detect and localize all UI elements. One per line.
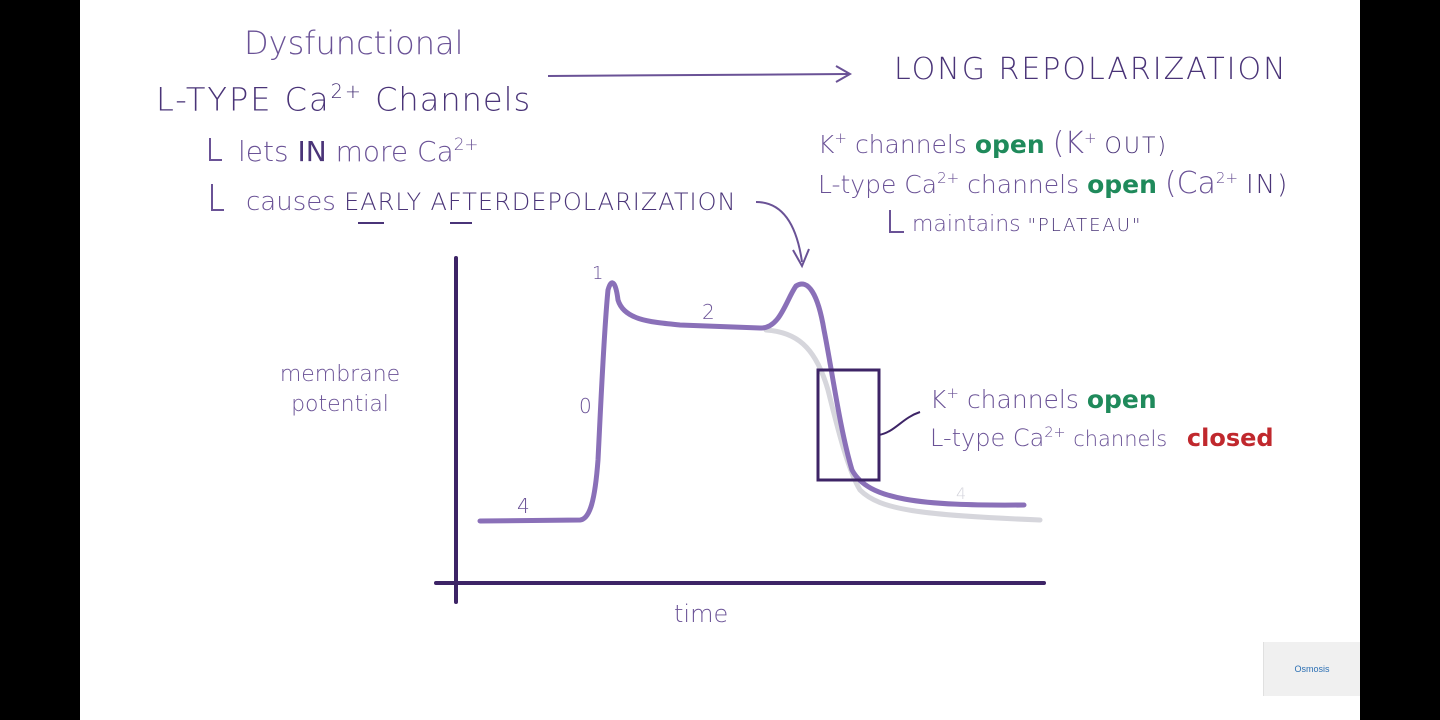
result-ca-line: L-type Ca2+ channels open (Ca2+ IN): [818, 166, 1289, 201]
curved-arrow: [755, 201, 803, 263]
bullet-afterdepolarization-text: AFTERDEPOLARIZATION: [430, 188, 737, 216]
result-ca-label: L-type Ca: [818, 170, 938, 199]
result-k-paren: (K: [1052, 126, 1085, 161]
phase-label-4-end: 4: [956, 484, 967, 503]
bullet-early-text: EARLY: [344, 188, 423, 216]
title-line-2: L-TYPE Ca2+ Channels: [156, 80, 531, 119]
box-connector: [878, 411, 921, 436]
x-axis-label: time: [674, 600, 729, 628]
result-k-channels-text: channels: [854, 130, 967, 159]
phase-label-0: 0: [579, 394, 592, 418]
result-k-line: K+ channels open (K+ OUT): [818, 126, 1168, 161]
abnormal-ap-curve: [477, 280, 1027, 524]
box-note-ca-line: L-type Ca2+ channels closed: [930, 424, 1274, 452]
osmosis-logo: Osmosis: [1263, 642, 1360, 696]
result-k-label: K: [818, 130, 835, 159]
result-k-open-text: open: [974, 130, 1045, 159]
phase-label-2: 2: [702, 300, 715, 324]
result-ca-superscript: 2+: [937, 169, 960, 188]
result-k-out-text: OUT): [1104, 134, 1168, 159]
bullet-lets-text: lets: [238, 135, 289, 168]
bullet-causes-text: causes: [246, 187, 336, 217]
bullet-causes-ead: causes EARLY AFTERDEPOLARIZATION: [246, 187, 736, 217]
bullet-ca-superscript: 2+: [453, 134, 479, 154]
bullet-more-ca-text: more Ca: [335, 135, 454, 168]
arrow-line: [547, 73, 849, 77]
osmosis-logo-text: Osmosis: [1294, 664, 1330, 674]
box-note-ca-superscript: 2+: [1044, 425, 1066, 442]
result-ca-paren: (Ca: [1164, 166, 1216, 201]
box-note-k-channels-text: channels: [966, 384, 1079, 414]
box-note-k-line: K+ channels open: [930, 384, 1157, 414]
whiteboard: Dysfunctional L-TYPE Ca2+ Channels lets …: [80, 0, 1360, 720]
curved-arrow-head: [792, 248, 810, 269]
phase-label-1: 1: [592, 263, 604, 284]
y-axis-label: membrane potential: [279, 362, 401, 417]
result-plateau-text: "PLATEAU": [1027, 215, 1143, 236]
result-maintains-text: maintains: [912, 212, 1021, 237]
box-note-ca-label: L-type Ca: [930, 424, 1045, 452]
box-note-k-open-text: open: [1086, 384, 1157, 414]
box-note-k-label: K: [930, 384, 947, 414]
action-potential-diagram: [209, 65, 1046, 604]
result-k-paren-superscript: +: [1084, 129, 1097, 148]
result-plateau-line: maintains "PLATEAU": [912, 212, 1142, 237]
title-channels: Channels: [375, 80, 532, 119]
result-k-superscript: +: [834, 129, 847, 148]
title-ltype: L-TYPE Ca: [156, 80, 331, 119]
bullet-hook-1: [209, 138, 222, 161]
title-line-1: Dysfunctional: [244, 24, 464, 62]
repolarization-highlight-box: [816, 368, 881, 482]
bullet-in-text: IN: [297, 135, 327, 168]
plateau-hook: [889, 210, 904, 233]
box-note-ca-channels-text: channels: [1073, 427, 1168, 451]
result-ca-open-text: open: [1087, 170, 1157, 199]
phase-label-4-start: 4: [517, 494, 530, 518]
title-ca-superscript: 2+: [330, 80, 363, 103]
bullet-hook-2: [211, 184, 224, 211]
result-ca-channels-text: channels: [967, 170, 1080, 199]
long-repolarization-heading: LONG REPOLARIZATION: [894, 52, 1288, 87]
box-note-k-superscript: +: [946, 384, 959, 402]
arrow-head: [835, 65, 853, 83]
box-note-ca-closed-text: closed: [1186, 424, 1274, 452]
result-ca-paren-superscript: 2+: [1215, 169, 1239, 188]
bullet-lets-in: lets IN more Ca2+: [238, 134, 478, 168]
result-ca-in-text: IN): [1245, 170, 1290, 200]
